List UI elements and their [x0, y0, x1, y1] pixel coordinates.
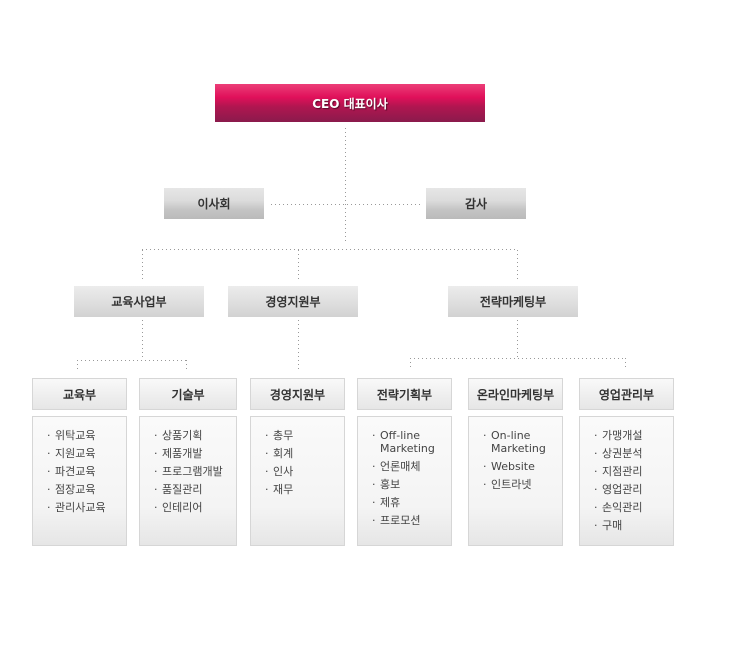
duty-item: 관리사교육: [47, 501, 126, 514]
duty-item: 손익관리: [594, 501, 673, 514]
ceo-label: CEO 대표이사: [312, 96, 388, 111]
duty-item: 프로모션: [372, 514, 451, 527]
division-label: 교육사업부: [111, 295, 167, 309]
department-header: 기술부: [139, 378, 237, 410]
department-name: 기술부: [171, 387, 205, 402]
duty-list: On-line MarketingWebsite 인트라넷: [483, 429, 562, 491]
department-header: 온라인마케팅부: [468, 378, 563, 410]
department-name: 전략기획부: [376, 387, 433, 402]
duty-list: 가맹개설상권분석지점관리영업관리손익관리구매: [594, 429, 673, 532]
duty-item: 홍보: [372, 478, 451, 491]
division-management: 경영지원부: [228, 286, 358, 317]
department-header: 교육부: [32, 378, 127, 410]
department-header: 경영지원부: [250, 378, 345, 410]
department-name: 교육부: [62, 387, 97, 402]
division-education: 교육사업부: [74, 286, 204, 317]
division-marketing: 전략마케팅부: [448, 286, 578, 317]
department-name: 온라인마케팅부: [476, 387, 555, 402]
duty-item: 인사: [265, 465, 344, 478]
department-name: 영업관리부: [598, 387, 655, 402]
duty-list: 상품기획제품개발프로그램개발품질관리인테리어: [154, 429, 236, 514]
department-header: 전략기획부: [357, 378, 452, 410]
board-box: 이사회: [164, 188, 264, 219]
duty-item: Website: [483, 460, 562, 473]
duty-item: 파견교육: [47, 465, 126, 478]
ceo-box: CEO 대표이사: [215, 84, 485, 122]
division-label: 전략마케팅부: [479, 295, 547, 309]
duty-item: 위탁교육: [47, 429, 126, 442]
duty-item: 상권분석: [594, 447, 673, 460]
audit-box: 감사: [426, 188, 526, 219]
duty-item: 언론매체: [372, 460, 451, 473]
duty-item: 지원교육: [47, 447, 126, 460]
board-label: 이사회: [197, 197, 231, 211]
duty-list: 총무회계인사재무: [265, 429, 344, 496]
department-duties: 위탁교육지원교육파견교육점장교육관리사교육: [32, 416, 127, 546]
duty-item: 구매: [594, 519, 673, 532]
department-name: 경영지원부: [269, 387, 326, 402]
duty-item: 재무: [265, 483, 344, 496]
duty-item: 인트라넷: [483, 478, 562, 491]
department-duties: 총무회계인사재무: [250, 416, 345, 546]
duty-item: 영업관리: [594, 483, 673, 496]
duty-item: Off-line Marketing: [372, 429, 451, 455]
duty-item: 인테리어: [154, 501, 236, 514]
duty-item: 제품개발: [154, 447, 236, 460]
department-duties: Off-line Marketing 언론매체홍보제휴프로모션: [357, 416, 452, 546]
department-duties: On-line MarketingWebsite 인트라넷: [468, 416, 563, 546]
duty-list: 위탁교육지원교육파견교육점장교육관리사교육: [47, 429, 126, 514]
duty-item: 가맹개설: [594, 429, 673, 442]
duty-item: 품질관리: [154, 483, 236, 496]
audit-label: 감사: [464, 197, 488, 211]
division-label: 경영지원부: [265, 295, 321, 309]
duty-item: 상품기획: [154, 429, 236, 442]
department-duties: 가맹개설상권분석지점관리영업관리손익관리구매: [579, 416, 674, 546]
duty-item: 제휴: [372, 496, 451, 509]
department-duties: 상품기획제품개발프로그램개발품질관리인테리어: [139, 416, 237, 546]
duty-item: 점장교육: [47, 483, 126, 496]
duty-item: 회계: [265, 447, 344, 460]
department-header: 영업관리부: [579, 378, 674, 410]
duty-item: 총무: [265, 429, 344, 442]
duty-item: 지점관리: [594, 465, 673, 478]
duty-list: Off-line Marketing 언론매체홍보제휴프로모션: [372, 429, 451, 527]
duty-item: On-line Marketing: [483, 429, 562, 455]
duty-item: 프로그램개발: [154, 465, 236, 478]
